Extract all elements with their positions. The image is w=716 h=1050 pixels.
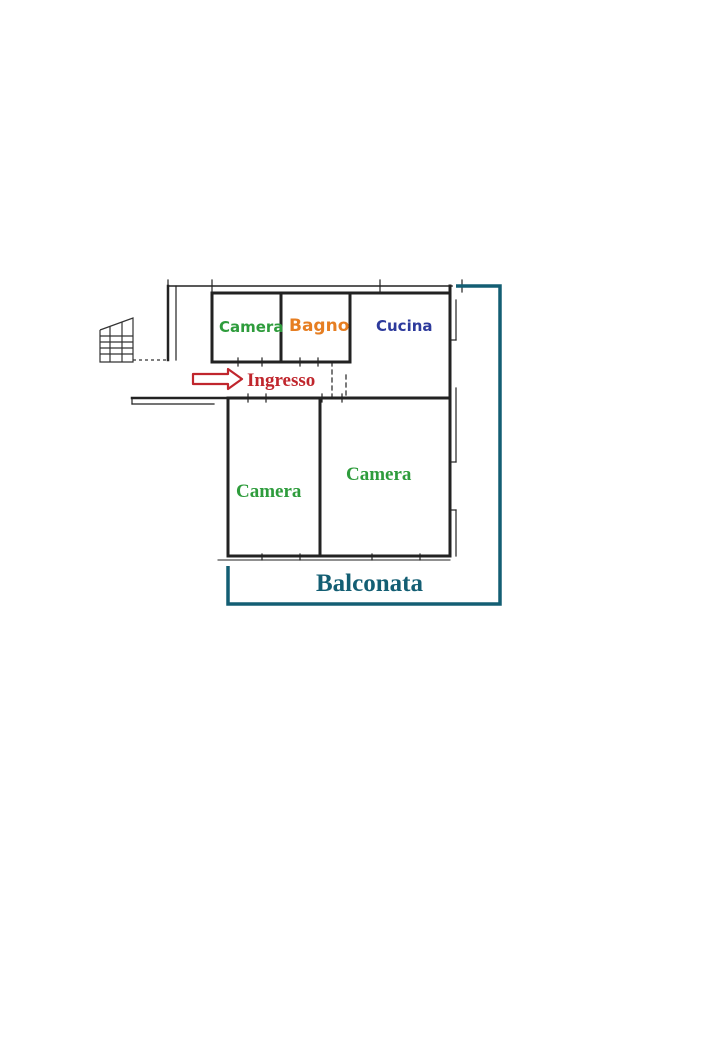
room-label-balconata: Balconata [316,570,423,597]
room-label-camera-small: Camera [219,318,283,336]
staircase [99,317,166,363]
room-label-ingresso: Ingresso [247,370,315,391]
room-label-camera-right: Camera [346,464,412,485]
balcony-outline [226,284,502,606]
room-label-bagno: Bagno [289,316,349,336]
room-label-camera-left: Camera [236,481,302,502]
room-label-cucina: Cucina [376,317,433,335]
entrance-arrow-icon [191,367,244,391]
